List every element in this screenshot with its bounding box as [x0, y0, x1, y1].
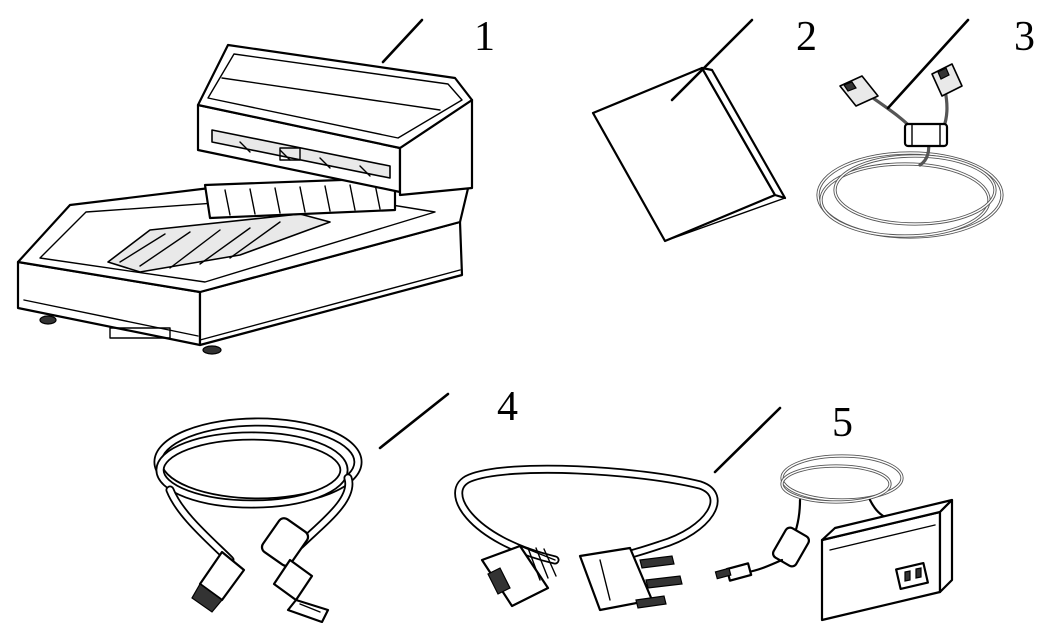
usb-cable-icon	[153, 417, 363, 623]
item-number-2: 2	[796, 14, 817, 60]
leader-line-1	[381, 18, 424, 64]
leader-line-2	[670, 18, 754, 102]
quick-guide-icon	[591, 66, 787, 243]
item-number-5: 5	[832, 400, 853, 446]
power-adapter-icon	[714, 454, 954, 622]
power-cord-icon	[454, 464, 719, 612]
flatbed-scanner-icon	[16, 43, 474, 355]
network-cable-icon	[816, 63, 1004, 239]
leader-line-5	[713, 406, 782, 474]
item-number-3: 3	[1014, 14, 1035, 60]
leader-line-4	[378, 392, 450, 450]
item-number-1: 1	[474, 14, 495, 60]
leader-line-3	[886, 18, 970, 110]
item-number-4: 4	[497, 384, 518, 430]
